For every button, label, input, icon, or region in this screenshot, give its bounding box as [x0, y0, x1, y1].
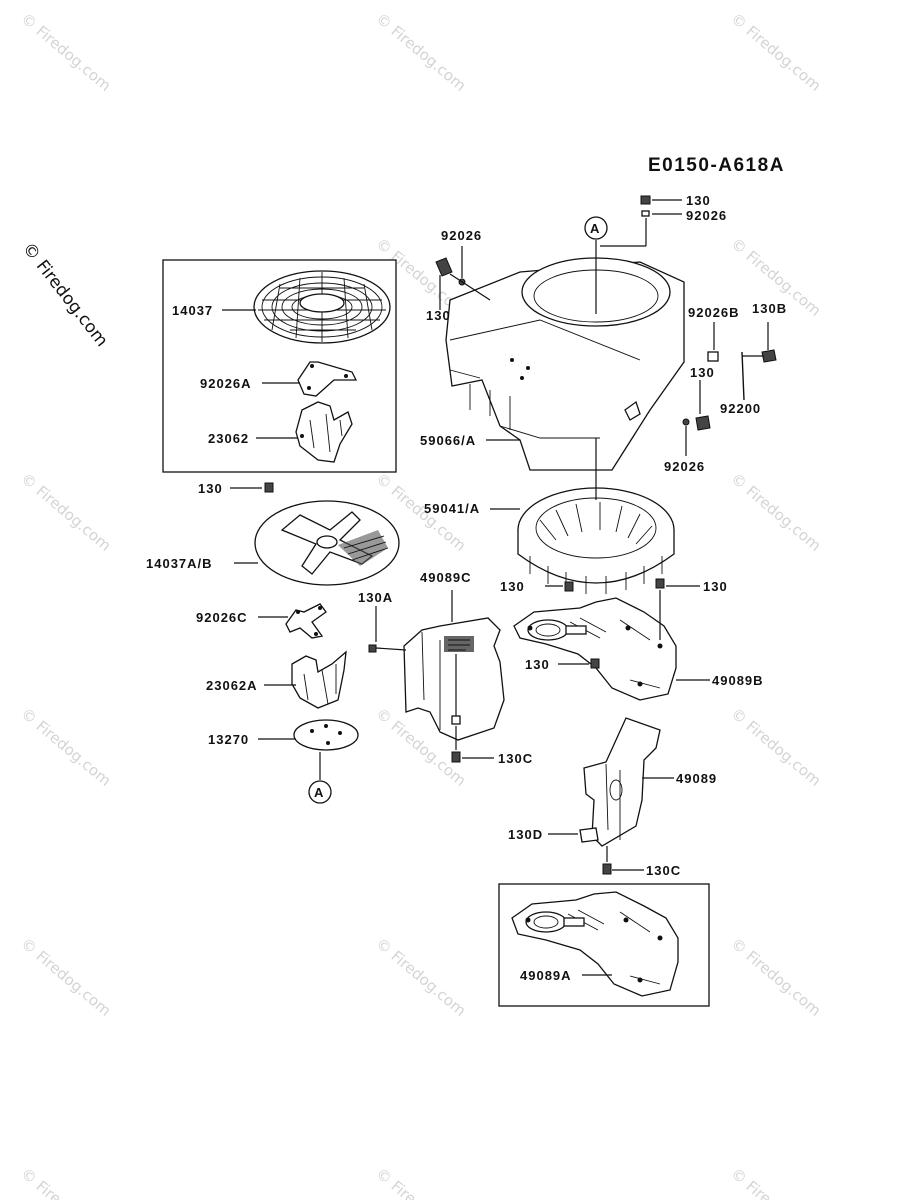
bracket-92026A: [297, 361, 358, 397]
ref-marker-top-label: A: [590, 221, 600, 236]
shroud-49089A: [511, 891, 679, 997]
label-130D: 130D: [508, 827, 543, 842]
fan-screen-14037: [253, 270, 391, 344]
label-23062A: 23062A: [206, 678, 258, 693]
label-130C-low: 130C: [646, 863, 681, 878]
label-130A: 130A: [358, 590, 393, 605]
bolt-130-shroud-right: [655, 578, 665, 589]
shroud-49089: [583, 717, 661, 847]
label-130B: 130B: [752, 301, 787, 316]
leader-lines: [222, 309, 612, 976]
washer-92026-top: [641, 210, 650, 217]
bolt-130-right: [695, 415, 711, 431]
watermark: © Firedog.com: [17, 934, 114, 1019]
diagram-code: E0150-A618A: [648, 155, 785, 176]
label-130-fan: 130: [198, 481, 223, 496]
label-49089C: 49089C: [420, 570, 472, 585]
bolt-130-fan: [264, 482, 274, 493]
inset-box-fan-screen: [162, 259, 397, 473]
bolt-130A: [368, 644, 377, 653]
bolt-130-shroud-bottom: [590, 658, 600, 669]
watermark: © Firedog.com: [727, 704, 824, 789]
watermark: © Firedog.com: [372, 1164, 469, 1200]
bolt-130-top: [640, 195, 651, 205]
bolt-130C-mid: [451, 751, 461, 763]
watermark: © Firedog.com: [727, 469, 824, 554]
bolt-130-left: [435, 257, 453, 277]
label-92026B: 92026B: [688, 305, 740, 320]
ref-marker-bottom-label: A: [314, 785, 324, 800]
watermark: © Firedog.com: [727, 9, 824, 94]
label-92026A: 92026A: [200, 376, 252, 391]
label-49089A: 49089A: [520, 968, 572, 983]
label-49089: 49089: [676, 771, 717, 786]
ref-marker-top: [584, 216, 608, 240]
plate-13270: [293, 719, 359, 751]
label-92200: 92200: [720, 401, 761, 416]
label-130-shroud-left: 130: [500, 579, 525, 594]
label-59041A: 59041/A: [424, 501, 480, 516]
label-92026-top: 92026: [686, 208, 727, 223]
bracket-23062A: [291, 650, 347, 709]
inset-box-49089A: [498, 883, 710, 1007]
label-92026-right: 92026: [664, 459, 705, 474]
watermark: © Firedog.com: [17, 1164, 114, 1200]
label-130C-mid: 130C: [498, 751, 533, 766]
watermark: © Firedog.com: [17, 704, 114, 789]
watermark: © Firedog.com: [727, 1164, 824, 1200]
flywheel-59041A: [517, 487, 675, 594]
label-130-shroud-right: 130: [703, 579, 728, 594]
label-92026C: 92026C: [196, 610, 248, 625]
label-130-shroud-bottom: 130: [525, 657, 550, 672]
label-14037AB: 14037A/B: [146, 556, 213, 571]
shroud-49089C: [403, 617, 505, 741]
label-14037: 14037: [172, 303, 213, 318]
label-130-left: 130: [426, 308, 451, 323]
bracket-92026C: [285, 603, 327, 639]
bolt-130-shroud-left: [564, 581, 574, 592]
bolt-130B: [761, 349, 777, 363]
bracket-23062: [295, 401, 353, 463]
label-13270: 13270: [208, 732, 249, 747]
label-130-top: 130: [686, 193, 711, 208]
spacer-92026B: [707, 351, 719, 362]
label-49089B: 49089B: [712, 673, 764, 688]
watermark: © Firedog.com: [372, 9, 469, 94]
watermark: © Firedog.com: [372, 934, 469, 1019]
watermark-layer: © Firedog.com © Firedog.com © Firedog.co…: [17, 9, 824, 1200]
watermark: © Firedog.com: [17, 469, 114, 554]
watermark: © Firedog.com: [727, 934, 824, 1019]
site-credit: © Firedog.com: [18, 239, 112, 351]
washer-92026-right: [682, 418, 690, 426]
pin-92200: [741, 351, 745, 401]
ref-marker-bottom: [308, 780, 332, 804]
shroud-49089B: [513, 597, 677, 701]
fan-housing-59066A: [445, 257, 685, 471]
label-23062: 23062: [208, 431, 249, 446]
label-59066A: 59066/A: [420, 433, 476, 448]
label-130-right: 130: [690, 365, 715, 380]
label-92026-left: 92026: [441, 228, 482, 243]
watermark: © Firedog.com: [17, 9, 114, 94]
cooling-fan-14037AB: [254, 500, 400, 586]
bolt-130C-low: [602, 863, 612, 875]
plug-130D: [579, 827, 599, 843]
